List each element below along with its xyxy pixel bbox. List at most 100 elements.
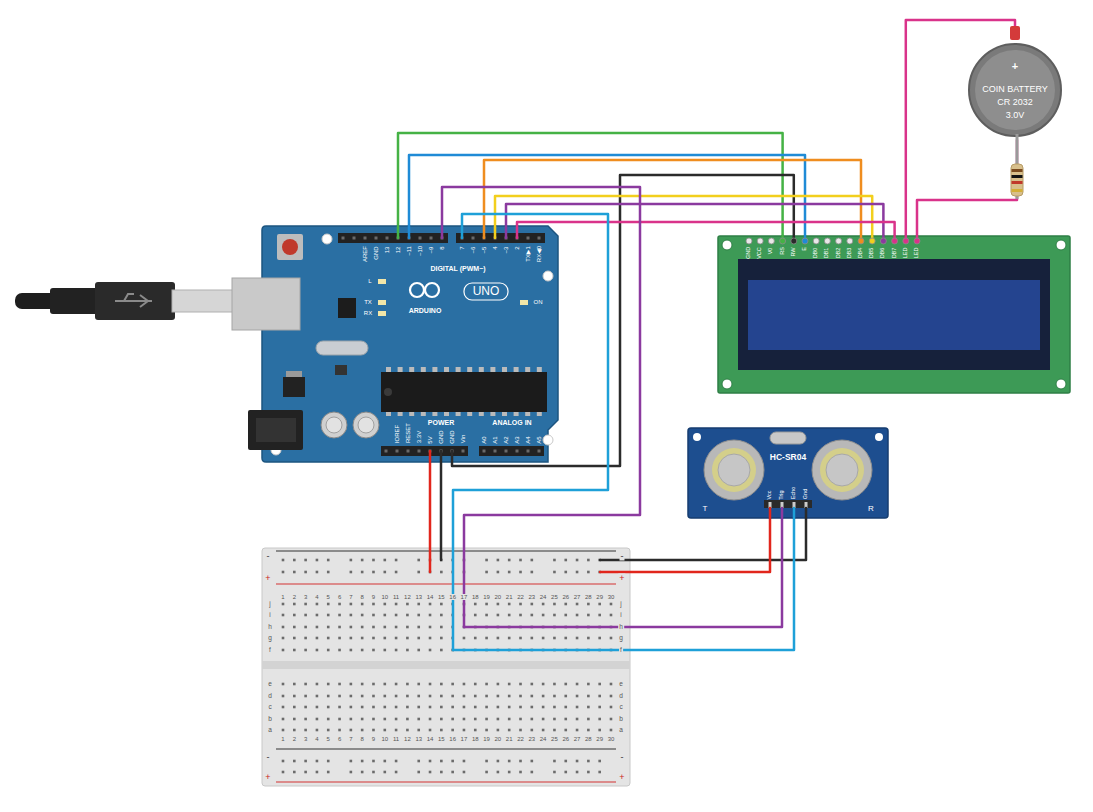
microcontroller <box>381 372 547 412</box>
hole <box>474 603 477 606</box>
chip-pin <box>421 367 426 372</box>
hole <box>519 683 522 686</box>
pin-hole <box>430 237 433 240</box>
hole <box>576 729 579 732</box>
chip-notch <box>384 388 392 396</box>
chip-pin <box>479 367 484 372</box>
pin-label: ~5 <box>481 246 487 253</box>
mounting-hole <box>543 435 553 445</box>
row-letter: a <box>267 727 273 734</box>
hole <box>395 683 398 686</box>
row-letter: i <box>619 612 622 619</box>
sensor-board <box>688 428 888 518</box>
column-number: 13 <box>414 736 423 742</box>
hole <box>564 683 567 686</box>
hole <box>383 626 386 629</box>
hole <box>429 637 432 640</box>
hole <box>395 614 398 617</box>
column-number: 10 <box>380 594 389 600</box>
hole <box>542 637 545 640</box>
hole <box>553 706 556 709</box>
hole <box>327 706 330 709</box>
arduino-board-art <box>262 226 560 462</box>
column-number: 2 <box>292 594 297 600</box>
hole <box>451 706 454 709</box>
usb-metal <box>172 290 234 312</box>
column-number: 29 <box>595 594 604 600</box>
hole <box>485 614 488 617</box>
pin-label: 8 <box>439 246 445 249</box>
hole <box>485 571 488 574</box>
chip-pin <box>490 412 495 416</box>
hole <box>293 760 296 763</box>
hole <box>293 695 296 698</box>
column-number: 1 <box>280 594 285 600</box>
row-letter: g <box>618 635 624 642</box>
hole <box>440 626 443 629</box>
hole <box>372 695 375 698</box>
row-letter: d <box>267 693 273 700</box>
hole <box>587 559 590 562</box>
hole <box>485 771 488 774</box>
art-group <box>262 548 630 786</box>
column-number: 9 <box>371 736 376 742</box>
hole <box>327 614 330 617</box>
hole <box>598 695 601 698</box>
chip-pin <box>525 367 530 372</box>
hole <box>485 683 488 686</box>
hole <box>282 603 285 606</box>
hole <box>531 771 534 774</box>
hole <box>316 637 319 640</box>
hole <box>610 729 613 732</box>
hole <box>519 706 522 709</box>
pin-label: DB6 <box>881 247 887 258</box>
row-letter: f <box>268 647 272 654</box>
hole <box>316 771 319 774</box>
hole <box>587 771 590 774</box>
hole <box>395 718 398 721</box>
pin-header <box>764 500 812 508</box>
hole <box>553 571 556 574</box>
hole <box>531 637 534 640</box>
pin-label: E <box>802 247 808 251</box>
pin-label: Vin <box>460 434 466 443</box>
hole <box>610 614 613 617</box>
power-jack <box>248 410 303 450</box>
wire-stub <box>429 548 432 572</box>
hole <box>304 603 307 606</box>
wire-stub <box>397 226 400 238</box>
led-label: TX <box>364 299 372 305</box>
arduino-board: AREFGND1312~11~10~987~6~54~32TX▶1RX◀0DIG… <box>262 226 560 462</box>
hole <box>417 637 420 640</box>
pin-label: DB3 <box>847 247 853 258</box>
column-number: 6 <box>337 736 342 742</box>
resistor-symbol <box>1011 164 1023 196</box>
rail-line <box>276 782 616 783</box>
hole <box>372 718 375 721</box>
hole <box>429 706 432 709</box>
board-outline <box>262 226 558 462</box>
pin-pad <box>903 238 909 244</box>
hole <box>429 771 432 774</box>
pin-label: ~11 <box>406 246 412 256</box>
hole <box>440 760 443 763</box>
battery-face <box>975 50 1055 130</box>
hole <box>327 683 330 686</box>
wire-stub <box>463 548 466 627</box>
hole <box>497 760 500 763</box>
column-number: 24 <box>539 736 548 742</box>
hole <box>531 695 534 698</box>
hole <box>361 571 364 574</box>
hole <box>485 603 488 606</box>
led-label: RX <box>364 310 372 316</box>
pin-hole <box>462 450 465 453</box>
hole <box>304 683 307 686</box>
pin-pad <box>813 238 819 244</box>
pin-hole <box>527 237 530 240</box>
hole <box>383 683 386 686</box>
pin-label: DB0 <box>813 247 819 258</box>
rail-sign: - <box>266 753 271 762</box>
pin-label: 12 <box>395 246 401 253</box>
pin-pad <box>836 238 842 244</box>
pin-header <box>456 233 545 243</box>
